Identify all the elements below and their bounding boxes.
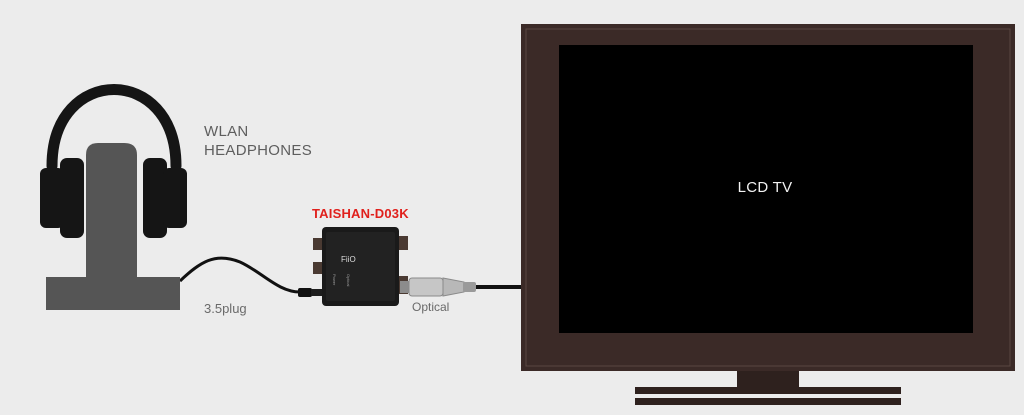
- device-brand-logo: FiiO: [341, 255, 356, 264]
- device-label: TAISHAN-D03K: [312, 206, 409, 221]
- tv-label: LCD TV: [737, 179, 793, 196]
- headphone-stand: [46, 143, 180, 310]
- device-panel-text-left: Power: [332, 274, 337, 286]
- headphones-label-line2: HEADPHONES: [204, 142, 313, 159]
- tv-screen: [559, 45, 973, 333]
- dac-device: [313, 227, 408, 306]
- headphones-icon: [40, 84, 187, 238]
- device-panel-text-right: Optical: [346, 274, 351, 287]
- optical-plug: [400, 277, 476, 297]
- tv-stand: [635, 369, 901, 405]
- headphones-label: WLAN HEADPHONES: [204, 122, 312, 160]
- jack-plug: [298, 288, 323, 297]
- headphone-cable: [178, 256, 301, 294]
- headphones-label-line1: WLAN: [204, 123, 249, 140]
- plug-label: 3.5plug: [204, 301, 247, 316]
- optical-label: Optical: [412, 300, 450, 314]
